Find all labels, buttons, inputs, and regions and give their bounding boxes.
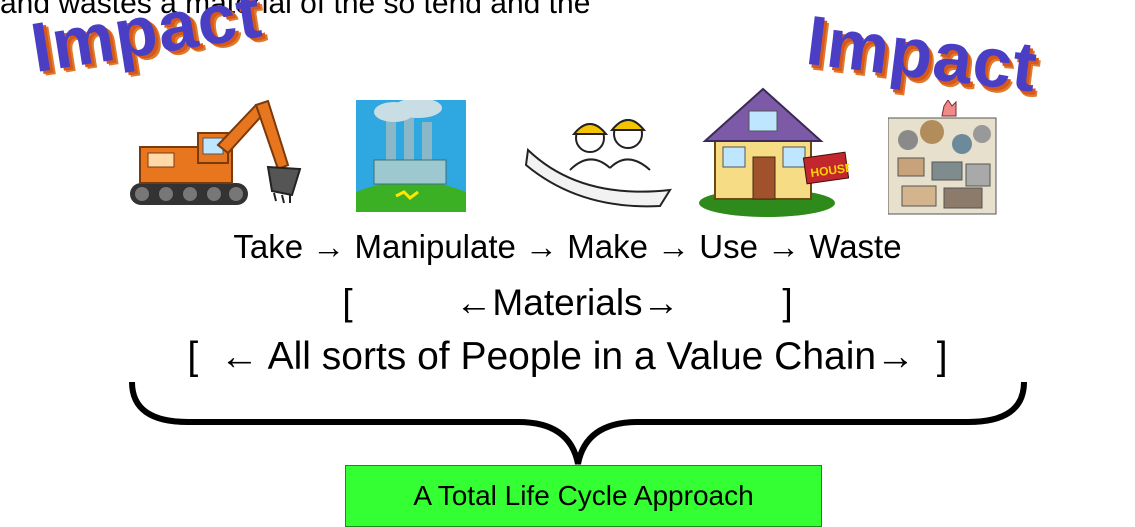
- impact-left-text: Impact: [25, 0, 267, 88]
- factory-pollution-icon: [356, 100, 466, 212]
- excavator-icon: [130, 99, 302, 205]
- waste-pile-icon: [888, 100, 997, 215]
- engineers-blueprint-icon: [524, 119, 672, 208]
- value-chain-people-line: [ ← All sorts of People in a Value Chain…: [187, 335, 948, 378]
- curly-brace: [129, 382, 1027, 465]
- total-life-cycle-box: A Total Life Cycle Approach: [345, 465, 822, 527]
- impact-wordart-left: Impact: [25, 0, 267, 88]
- open-house-sign-text: HOUSE: [810, 160, 849, 180]
- clipped-top-text: and wastes a material of the so tend and…: [0, 0, 591, 20]
- total-life-cycle-label: A Total Life Cycle Approach: [413, 480, 754, 511]
- materials-bracket-line: [ ←Materials→ ]: [342, 282, 793, 323]
- process-flow-line: Take → Manipulate → Make → Use → Waste: [233, 228, 902, 265]
- house-open-house-icon: HOUSE: [699, 87, 849, 217]
